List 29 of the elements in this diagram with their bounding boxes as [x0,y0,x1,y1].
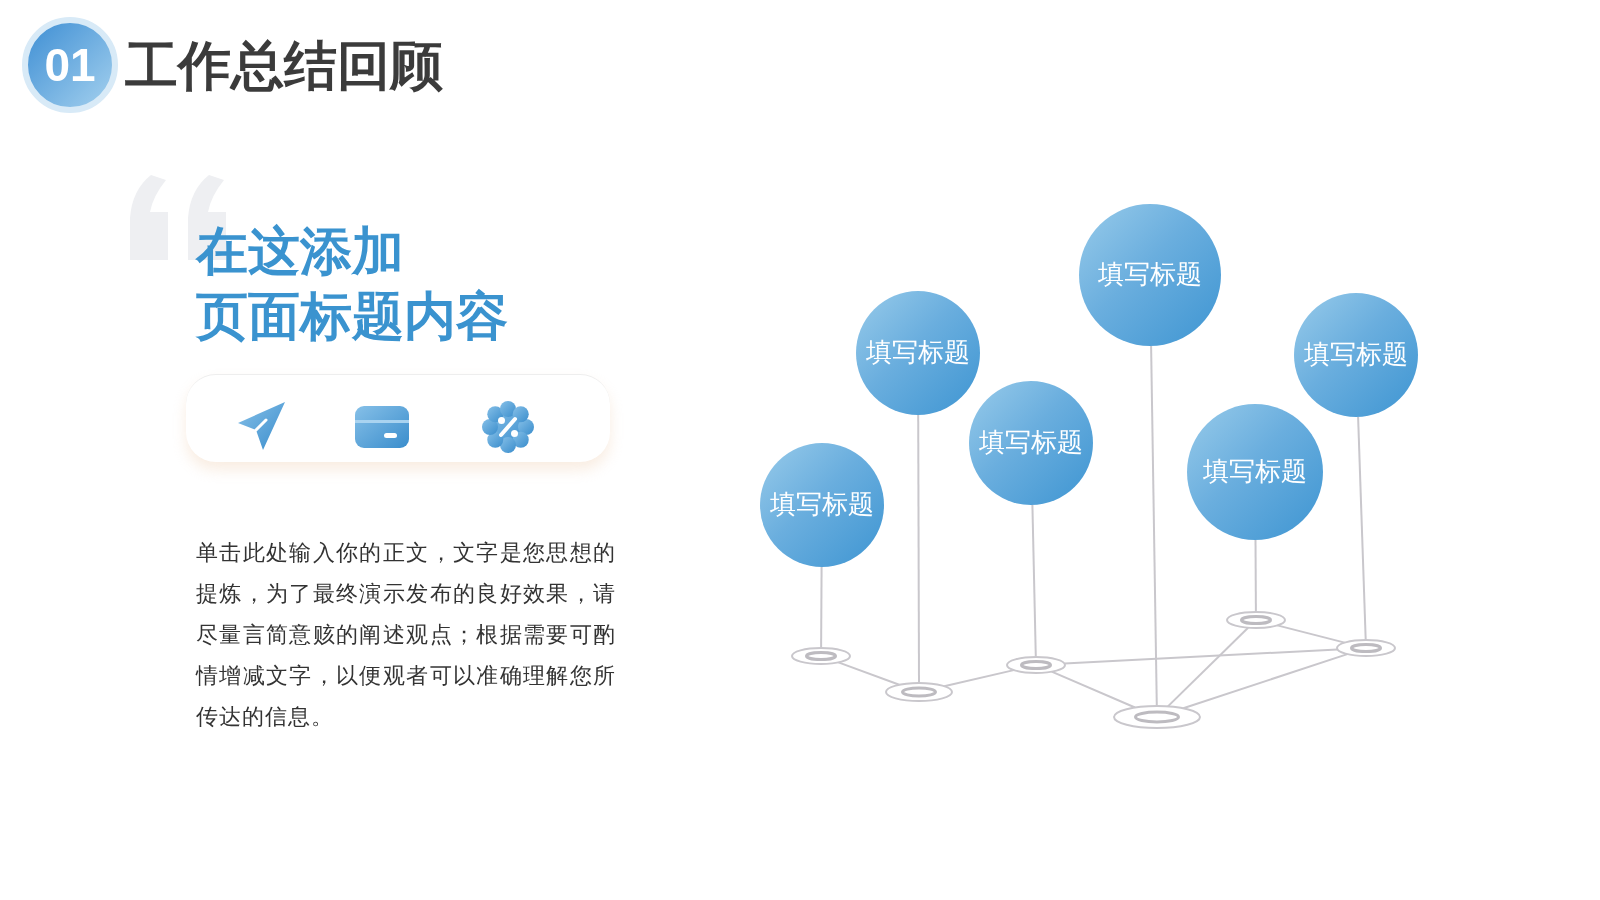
connector-line [1276,624,1346,644]
ring-marker [1112,704,1202,730]
connector-line [1357,416,1367,641]
connector-line [917,414,920,684]
connector-line [1166,626,1250,708]
connector-line [820,566,823,649]
page-title: 工作总结回顾 [125,34,443,98]
ring-marker [884,681,954,703]
ring-marker [1005,655,1067,675]
heading: 在这添加页面标题内容 [196,220,509,348]
connector-line [1031,504,1037,658]
connector-line [837,661,901,686]
connector-line [1150,345,1158,707]
balloon-circle: 填写标题 [1294,293,1418,417]
balloon-circle: 填写标题 [760,443,884,567]
connector-line [1254,539,1257,613]
body-text: 单击此处输入你的正文，文字是您思想的提炼，为了最终演示发布的良好效果，请尽量言简意赅的阐述观点；根据需要可酌情增减文字，以便观者可以准确理解您所传达的信息。 [196,539,616,731]
connector-line [943,669,1015,688]
connector-line [1063,648,1339,665]
balloon-circle: 填写标题 [1079,204,1221,346]
ring-marker [1335,638,1397,658]
number-badge: 01 [22,17,118,113]
connector-line [1182,653,1349,710]
balloon-circle: 填写标题 [856,291,980,415]
balloon-circle: 填写标题 [1187,404,1323,540]
ring-marker [790,646,852,666]
balloon-circle: 填写标题 [969,381,1093,505]
connector-line [1050,670,1136,709]
ring-marker [1225,610,1287,630]
